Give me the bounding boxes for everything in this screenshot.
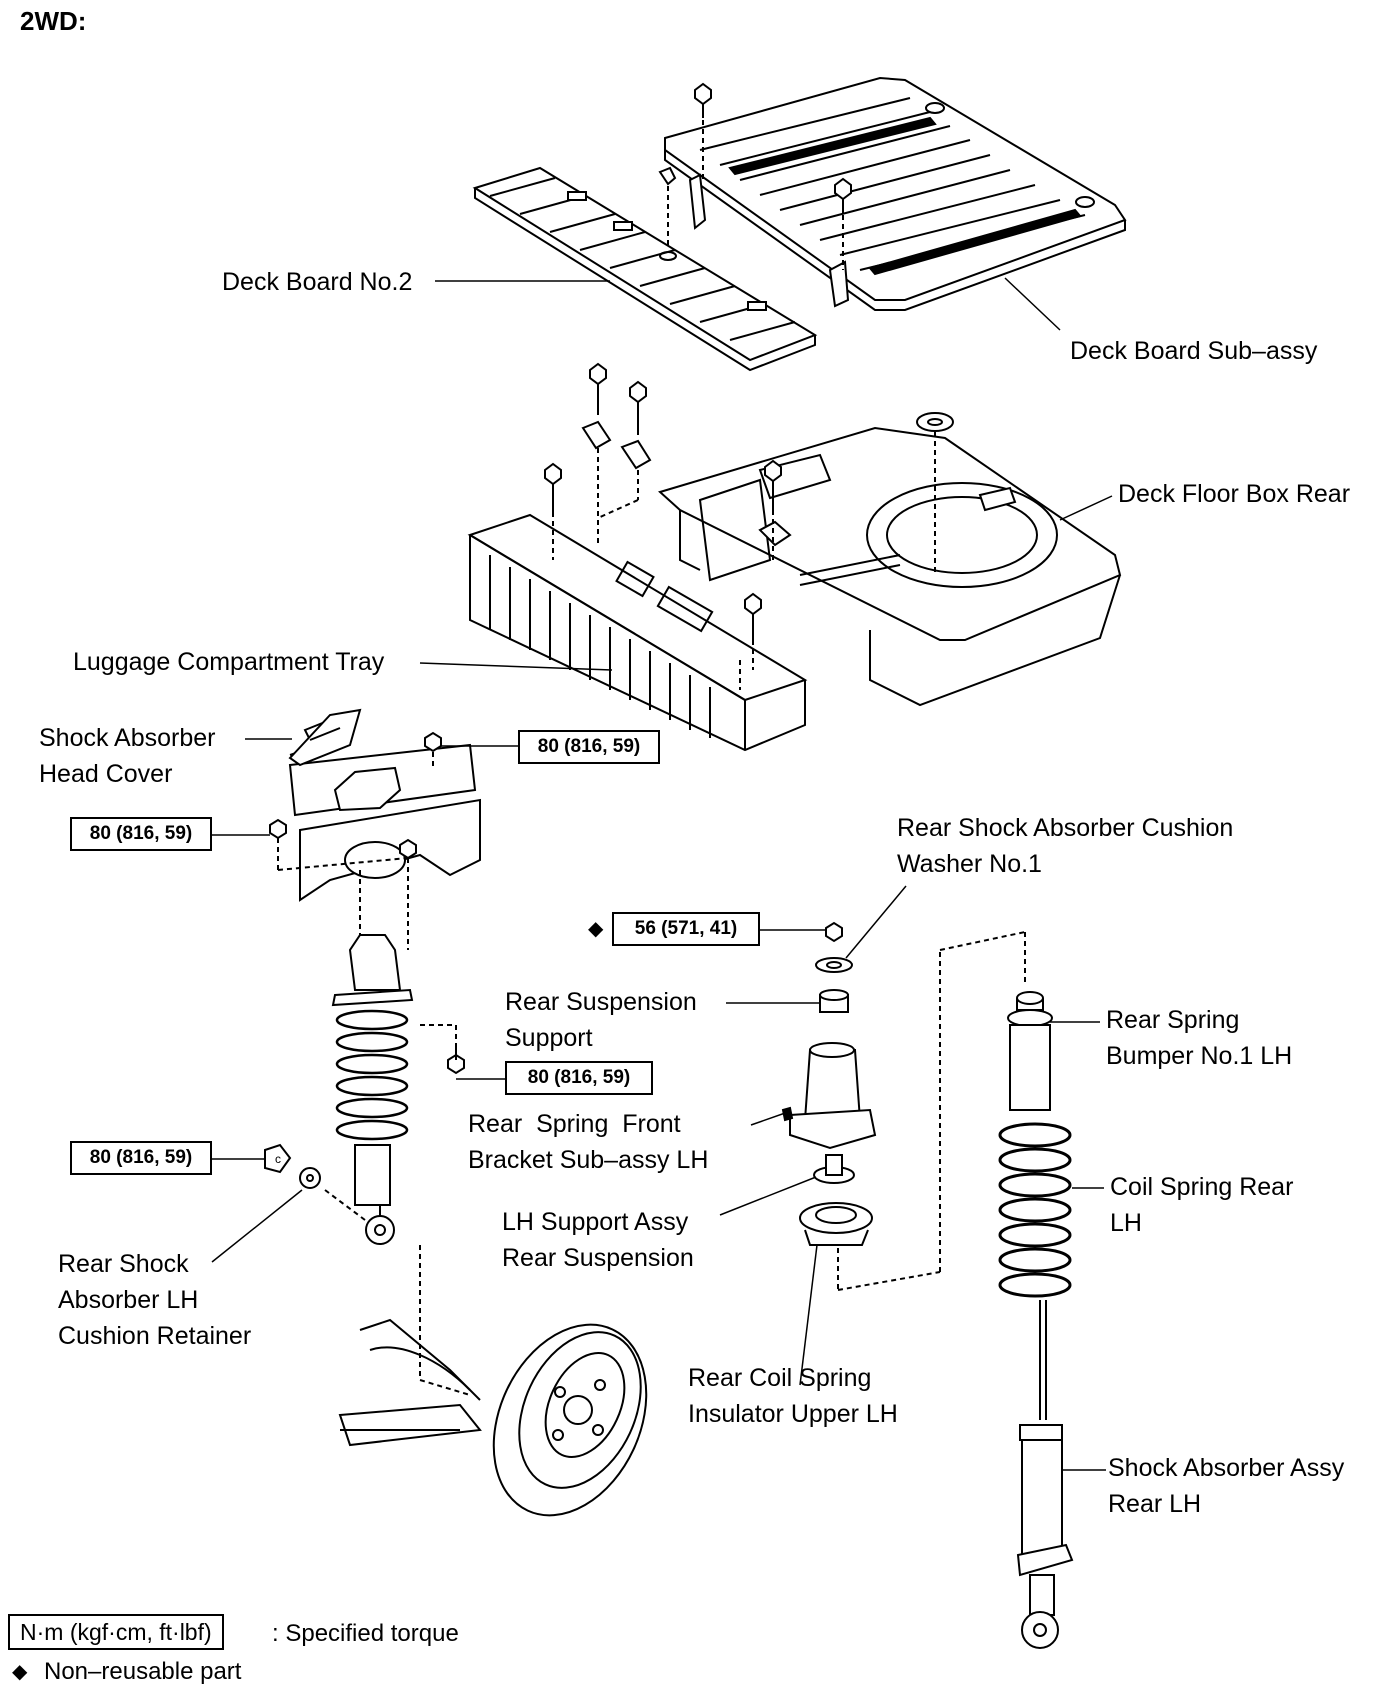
label-cushion-retainer-2: Absorber LH [58, 1286, 199, 1314]
legend-nonreusable-text: Non–reusable part [44, 1658, 242, 1685]
lower-bolts: c [264, 1024, 471, 1396]
label-rear-suspension-support-1: Rear Suspension [505, 988, 697, 1016]
svg-text:c: c [275, 1152, 281, 1166]
body-mount-drawing [288, 710, 481, 902]
shock-absorber-assy-rear-drawing [1016, 1300, 1074, 1649]
shock-absorber-head-cover-drawing [288, 708, 362, 767]
page-title: 2WD: [20, 6, 87, 36]
label-shock-absorber-head-cover-1: Shock Absorber [39, 724, 216, 752]
label-shock-absorber-head-cover-2: Head Cover [39, 760, 173, 788]
label-shock-absorber-assy-rear-1: Shock Absorber Assy [1108, 1454, 1345, 1482]
torque-box-washer-nut: 56 (571, 41) [612, 912, 760, 946]
deck-floor-box-rear-drawing [658, 412, 1122, 707]
washer-nut-drawing [815, 921, 853, 973]
label-rear-suspension-support-2: Support [505, 1024, 593, 1052]
label-deck-board-no2: Deck Board No.2 [222, 268, 413, 296]
leader-lines [210, 277, 1113, 1471]
label-rear-spring-bumper-2: Bumper No.1 LH [1106, 1042, 1293, 1070]
label-cushion-retainer-3: Cushion Retainer [58, 1322, 252, 1350]
label-cushion-washer-1: Rear Shock Absorber Cushion [897, 814, 1234, 842]
rear-spring-front-bracket-drawing [781, 1042, 877, 1150]
deck-board-bolts [658, 82, 852, 270]
tray-bolts-and-clips [544, 362, 782, 690]
legend-torque-unit-box: N·m (kgf·cm, ft·lbf) [8, 1614, 224, 1650]
legend-diamond-icon: ◆ [12, 1661, 28, 1683]
coil-spring-rear-drawing [998, 1122, 1072, 1298]
rear-coil-spring-insulator-drawing [799, 1202, 873, 1246]
torque-box-head-cover-nut: 80 (816, 59) [518, 730, 660, 764]
rear-suspension-support-drawing [819, 989, 849, 1013]
luggage-compartment-tray-drawing [467, 513, 808, 752]
torque-box-upper-left-nut: 80 (816, 59) [70, 817, 212, 851]
deck-board-no2-drawing [472, 166, 818, 372]
label-rear-spring-front-bracket-2: Bracket Sub–assy LH [468, 1146, 709, 1174]
rear-spring-bumper-drawing [1007, 991, 1053, 1111]
right-side-dashes [837, 931, 1026, 1291]
left-shock-spring-assembly-drawing [331, 934, 414, 1245]
deck-board-sub-assy-drawing [664, 76, 1127, 311]
label-rear-coil-spring-insulator-1: Rear Coil Spring [688, 1364, 872, 1392]
label-deck-board-sub-assy: Deck Board Sub–assy [1070, 337, 1318, 365]
label-rear-coil-spring-insulator-2: Insulator Upper LH [688, 1400, 898, 1428]
label-rear-spring-bumper-1: Rear Spring [1106, 1006, 1240, 1034]
label-lh-support-assy-1: LH Support Assy [502, 1208, 689, 1236]
torque-box-bracket-bolt: 80 (816, 59) [505, 1061, 653, 1095]
torque-box-lower-bolt: 80 (816, 59) [70, 1141, 212, 1175]
label-cushion-retainer-1: Rear Shock [58, 1250, 189, 1278]
legend-torque-text: : Specified torque [272, 1620, 459, 1647]
lh-support-assy-drawing [813, 1154, 855, 1184]
label-deck-floor-box-rear: Deck Floor Box Rear [1118, 480, 1351, 508]
label-cushion-washer-2: Washer No.1 [897, 850, 1042, 878]
label-luggage-compartment-tray: Luggage Compartment Tray [73, 648, 385, 676]
label-lh-support-assy-2: Rear Suspension [502, 1244, 694, 1272]
brake-drum-drawing [338, 1318, 648, 1517]
nonreusable-diamond-icon: ◆ [588, 918, 604, 940]
label-coil-spring-rear-2: LH [1110, 1209, 1142, 1237]
label-rear-spring-front-bracket-1: Rear Spring Front [468, 1110, 681, 1138]
label-shock-absorber-assy-rear-2: Rear LH [1108, 1490, 1202, 1518]
label-coil-spring-rear-1: Coil Spring Rear [1110, 1173, 1294, 1201]
